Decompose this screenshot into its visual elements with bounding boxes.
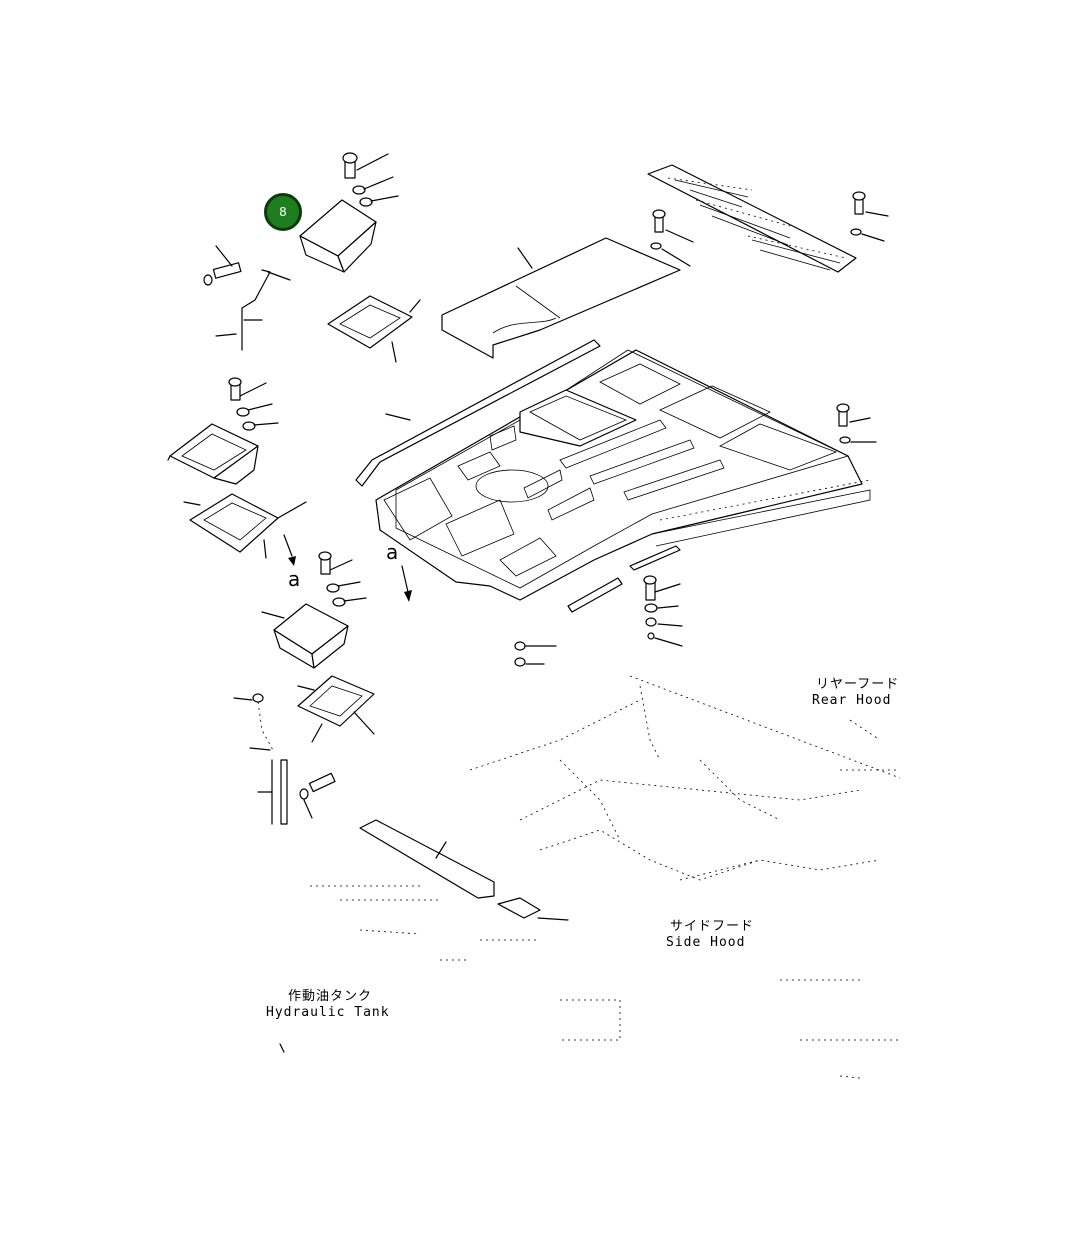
linkage-rod-lower <box>233 693 336 825</box>
bolt-group-right <box>836 403 877 444</box>
gasket-plate-middle <box>297 675 375 743</box>
arrow-a-label-2: a <box>386 540 398 564</box>
rear-hood-en-text: Rear Hood <box>812 693 891 708</box>
main-top-plate <box>375 349 871 601</box>
arrow-a-left: a <box>283 534 300 591</box>
grille-plate <box>647 164 857 273</box>
side-hood-en-text: Side Hood <box>666 935 745 950</box>
callout-marker-8[interactable]: 8 <box>264 193 302 231</box>
arrow-a-right: a <box>386 540 412 602</box>
bolt-group-middle <box>318 551 367 607</box>
bolt-group-center <box>514 545 683 667</box>
cover-plate-upper <box>441 237 681 359</box>
gasket-plate-upper <box>327 295 421 363</box>
box-cover-upper <box>299 152 399 273</box>
hydraulic-tank-jp-text: 作動油タンク <box>288 989 372 1004</box>
lower-plates <box>359 819 569 921</box>
hydraulic-tank-en-text: Hydraulic Tank <box>266 1005 390 1020</box>
box-cover-middle <box>261 603 349 669</box>
gasket-plate-left <box>183 493 307 559</box>
box-cover-left <box>167 423 259 485</box>
label-side-hood: サイドフード Side Hood <box>666 919 754 950</box>
bolt-group-left <box>228 377 279 431</box>
label-hydraulic-tank: 作動油タンク Hydraulic Tank <box>266 989 390 1053</box>
bolt-group-top-right <box>650 191 889 267</box>
linkage-rod-upper <box>203 245 291 351</box>
side-rail <box>355 339 601 487</box>
label-rear-hood: リヤーフード Rear Hood <box>812 677 899 708</box>
callout-number: 8 <box>279 205 287 219</box>
rear-hood-jp-text: リヤーフード <box>816 677 899 692</box>
background-frame-dotted <box>310 675 901 1079</box>
arrow-a-label-1: a <box>288 567 300 591</box>
side-hood-jp-text: サイドフード <box>670 919 754 934</box>
